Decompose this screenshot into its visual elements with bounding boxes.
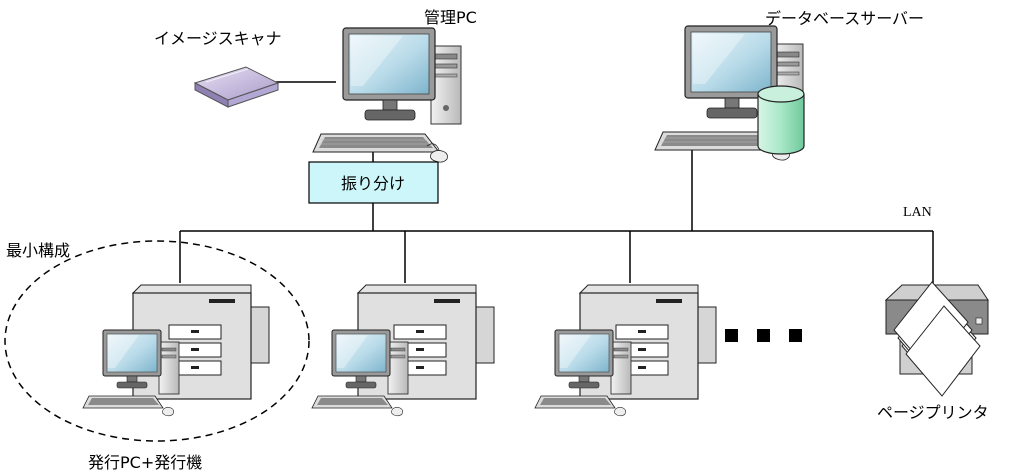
issue-unit-2: [311, 284, 495, 417]
page-printer: [884, 281, 989, 397]
distribution-label: 振り分け: [341, 174, 405, 193]
database-cylinder-icon: [757, 85, 805, 155]
distribution-box: [308, 161, 439, 204]
network-lines: [179, 81, 934, 283]
admin-pc: [312, 27, 462, 163]
minimum-config-label: 最小構成: [6, 241, 70, 260]
image-scanner: [193, 66, 280, 108]
ellipsis-squares: [725, 329, 802, 342]
admin-pc-label: 管理PC: [424, 8, 477, 27]
issue-unit-label: 発行PC+発行機: [88, 453, 202, 472]
issue-unit-1: [82, 284, 270, 417]
scanner-label: イメージスキャナ: [154, 29, 282, 48]
db-server-label: データベースサーバー: [765, 9, 924, 28]
page-printer-label: ページプリンタ: [877, 403, 989, 422]
lan-label: LAN: [903, 205, 932, 220]
minimum-config-outline: [4, 240, 310, 442]
issue-unit-3: [534, 284, 717, 417]
